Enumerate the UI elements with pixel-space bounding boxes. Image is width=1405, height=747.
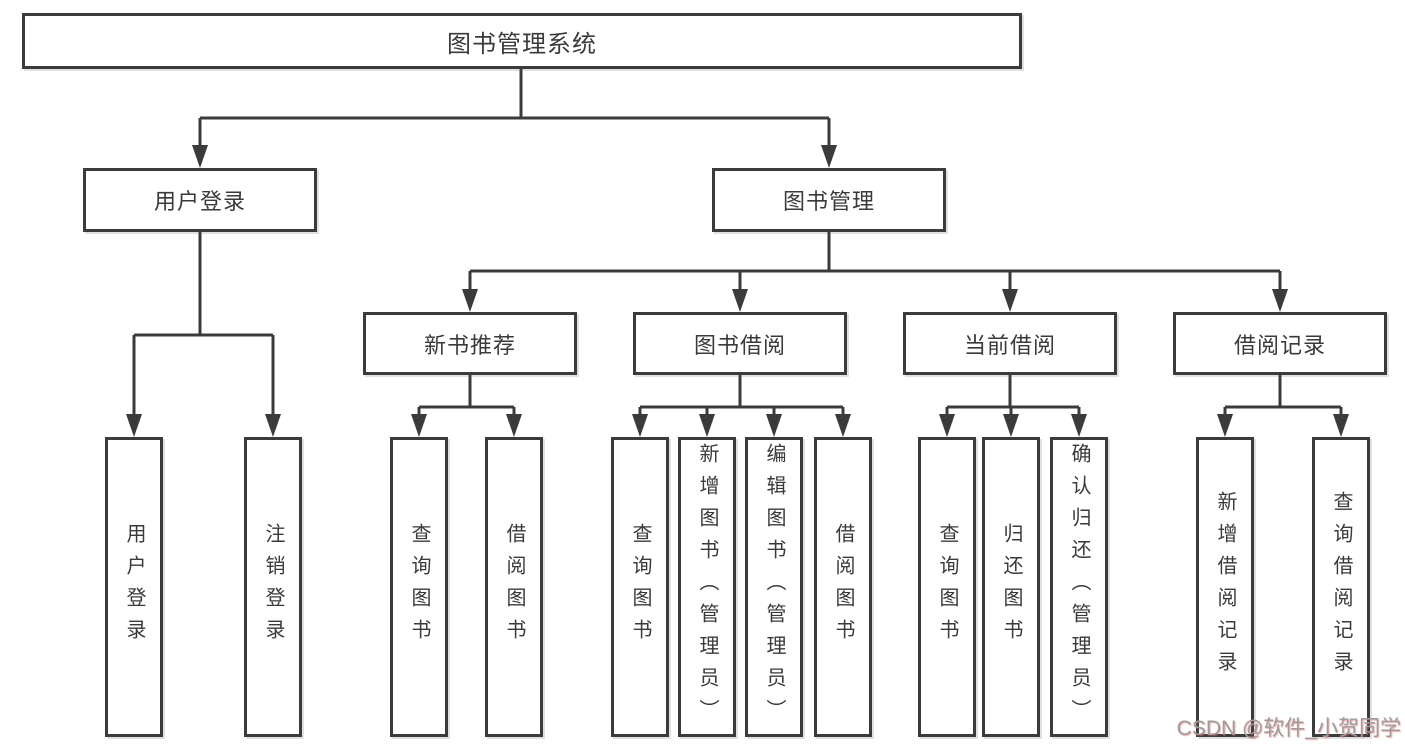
node-root: 图书管理系统: [22, 13, 1022, 69]
node-nbr-query-book-label: 查询图书: [408, 523, 430, 651]
arrowhead-icon: [1003, 414, 1019, 437]
arrowhead-icon: [821, 145, 837, 168]
node-nbr-borrow-book-label: 借阅图书: [503, 523, 525, 651]
node-bb-add-book-label: 新增图书（管理员）: [696, 443, 718, 731]
node-br-add-record: 新增借阅记录: [1196, 437, 1254, 737]
node-current-borrow-label: 当前借阅: [963, 332, 1056, 358]
node-bb-edit-book-label: 编辑图书（管理员）: [763, 443, 785, 731]
node-book-borrow: 图书借阅: [633, 312, 847, 375]
node-cb-return-book: 归还图书: [982, 437, 1040, 737]
node-new-book-rec: 新书推荐: [363, 312, 577, 375]
node-book-borrow-label: 图书借阅: [693, 332, 786, 358]
node-current-borrow: 当前借阅: [903, 312, 1117, 375]
node-user-login: 用户登录: [83, 168, 317, 232]
node-cb-confirm-return: 确认归还（管理员）: [1050, 437, 1108, 737]
csdn-watermark: CSDN @软件_小贺同学: [1176, 717, 1401, 740]
node-root-label: 图书管理系统: [447, 30, 597, 58]
arrowhead-icon: [732, 289, 748, 312]
node-nbr-query-book: 查询图书: [390, 437, 448, 737]
node-bb-query-book: 查询图书: [611, 437, 669, 737]
node-cb-return-book-label: 归还图书: [1000, 523, 1022, 651]
arrowhead-icon: [939, 414, 955, 437]
arrowhead-icon: [1217, 414, 1233, 437]
arrowhead-icon: [1333, 414, 1349, 437]
node-user-login-leaf: 用户登录: [105, 437, 163, 737]
node-bb-add-book: 新增图书（管理员）: [678, 437, 736, 737]
node-cb-query-book-label: 查询图书: [936, 523, 958, 651]
arrowhead-icon: [699, 414, 715, 437]
node-new-book-rec-label: 新书推荐: [423, 332, 516, 358]
node-user-login-label: 用户登录: [153, 189, 246, 214]
arrowhead-icon: [766, 414, 782, 437]
arrowhead-icon: [1272, 289, 1288, 312]
node-book-mgmt-label: 图书管理: [782, 189, 875, 214]
node-bb-borrow-book-label: 借阅图书: [832, 523, 854, 651]
arrowhead-icon: [1071, 414, 1087, 437]
node-borrow-record-label: 借阅记录: [1233, 332, 1326, 358]
node-logout: 注销登录: [244, 437, 302, 737]
node-borrow-record: 借阅记录: [1173, 312, 1387, 375]
node-cb-query-book: 查询图书: [918, 437, 976, 737]
arrowhead-icon: [411, 414, 427, 437]
node-br-add-record-label: 新增借阅记录: [1214, 491, 1236, 683]
node-logout-label: 注销登录: [262, 523, 284, 651]
arrowhead-icon: [1002, 289, 1018, 312]
arrowhead-icon: [835, 414, 851, 437]
arrowhead-icon: [632, 414, 648, 437]
node-bb-edit-book: 编辑图书（管理员）: [745, 437, 803, 737]
arrowhead-icon: [192, 145, 208, 168]
node-br-query-record-label: 查询借阅记录: [1330, 491, 1352, 683]
node-bb-query-book-label: 查询图书: [629, 523, 651, 651]
arrowhead-icon: [462, 289, 478, 312]
node-nbr-borrow-book: 借阅图书: [485, 437, 543, 737]
arrowhead-icon: [506, 414, 522, 437]
node-user-login-leaf-label: 用户登录: [123, 523, 145, 651]
node-cb-confirm-return-label: 确认归还（管理员）: [1068, 443, 1090, 731]
arrowhead-icon: [126, 414, 142, 437]
node-br-query-record: 查询借阅记录: [1312, 437, 1370, 737]
arrowhead-icon: [265, 414, 281, 437]
node-book-mgmt: 图书管理: [712, 168, 946, 232]
node-bb-borrow-book: 借阅图书: [814, 437, 872, 737]
